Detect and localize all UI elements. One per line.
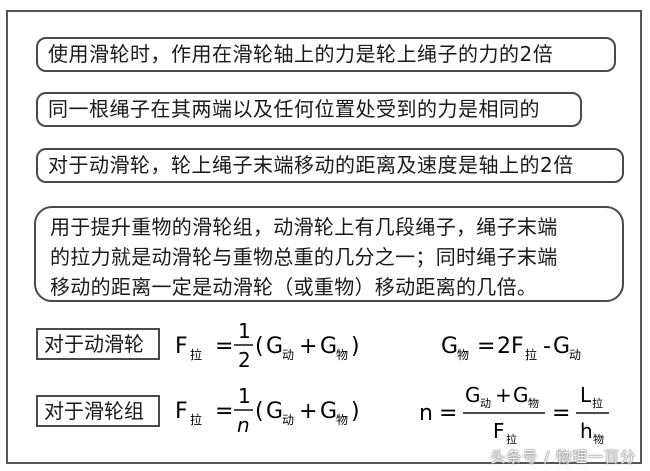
rhs-den-f: F xyxy=(493,419,505,443)
label-movable-pulley: 对于动滑轮 xyxy=(36,328,160,360)
rhs-minus: - xyxy=(543,334,551,359)
rhs-num-g2-subscript: 物 xyxy=(528,396,539,410)
paragraph-line-1: 用于提升重物的滑轮组，动滑轮上有几段绳子，绳子末端 xyxy=(50,215,558,239)
rhs-den-h: h xyxy=(580,419,593,443)
rhs-equals: = xyxy=(477,334,495,359)
g-symbol-2: G xyxy=(320,399,337,424)
rhs-g2: G xyxy=(553,334,570,359)
paren-close: ) xyxy=(351,334,360,359)
fraction-numerator: 1 xyxy=(238,384,251,408)
f-symbol: F xyxy=(175,334,188,359)
rhs-num-l-subscript: 拉 xyxy=(592,396,603,410)
paren-open: ( xyxy=(255,399,264,424)
rhs-equals: = xyxy=(439,401,457,426)
f-subscript: 拉 xyxy=(190,412,202,427)
f-symbol: F xyxy=(175,399,188,424)
g-subscript-dong: 动 xyxy=(282,413,294,427)
formula-movable-pulley: F 拉 = 1 2 ( G 动 + G 物 ) G 物 = 2 F 拉 - G … xyxy=(175,319,581,372)
g-subscript-wu: 物 xyxy=(336,413,348,427)
watermark: 头条号 / 物理一百分 xyxy=(490,448,636,466)
fraction-denominator: n xyxy=(237,413,250,437)
fraction-denominator: 2 xyxy=(238,348,251,372)
rhs-den-h-subscript: 物 xyxy=(593,432,604,446)
equals-sign: = xyxy=(215,399,233,424)
rhs-f-subscript: 拉 xyxy=(525,347,537,362)
rhs-num-plus: + xyxy=(495,383,512,407)
rhs-n: n xyxy=(419,401,433,426)
paragraph-line-2: 的拉力就是动滑轮与重物总重的几分之一；同时绳子末端 xyxy=(50,245,558,269)
rhs-equals-2: = xyxy=(552,401,570,426)
rhs-f: F xyxy=(511,334,524,359)
paragraph-box: 用于提升重物的滑轮组，动滑轮上有几段绳子，绳子末端 的拉力就是动滑轮与重物总重的… xyxy=(34,206,624,302)
paren-close: ) xyxy=(351,399,360,424)
plus-sign: + xyxy=(299,399,317,424)
rule-1: 使用滑轮时，作用在滑轮轴上的力是轮上绳子的力的2倍 xyxy=(36,37,616,72)
rhs-num-g2: G xyxy=(513,383,529,407)
fraction-numerator: 1 xyxy=(238,319,251,343)
f-subscript: 拉 xyxy=(190,347,202,362)
g-subscript-dong: 动 xyxy=(282,348,294,362)
rule-2: 同一根绳子在其两端以及任何位置处受到的力是相同的 xyxy=(36,92,582,127)
rule-3: 对于动滑轮，轮上绳子末端移动的距离及速度是轴上的2倍 xyxy=(36,148,624,183)
label-pulley-block: 对于滑轮组 xyxy=(36,395,160,427)
g-symbol: G xyxy=(266,334,283,359)
rhs-coef: 2 xyxy=(497,334,511,359)
rhs-num-g1-subscript: 动 xyxy=(480,397,491,410)
g-symbol: G xyxy=(266,399,283,424)
rhs-g2-subscript: 动 xyxy=(569,348,581,362)
rhs-num-l: L xyxy=(580,383,592,407)
paren-open: ( xyxy=(255,334,264,359)
equals-sign: = xyxy=(215,334,233,359)
paragraph-line-3: 移动的距离一定是动滑轮（或重物）移动距离的几倍。 xyxy=(50,275,538,299)
plus-sign: + xyxy=(299,334,317,359)
rhs-g: G xyxy=(441,334,458,359)
g-subscript-wu: 物 xyxy=(336,348,348,362)
rhs-g-subscript: 物 xyxy=(457,348,469,362)
rhs-den-f-subscript: 拉 xyxy=(506,432,517,446)
formula-pulley-block: F 拉 = 1 n ( G 动 + G 物 ) n = G 动 + G 物 F … xyxy=(175,383,609,446)
g-symbol-2: G xyxy=(320,334,337,359)
rhs-num-g1: G xyxy=(465,383,481,407)
